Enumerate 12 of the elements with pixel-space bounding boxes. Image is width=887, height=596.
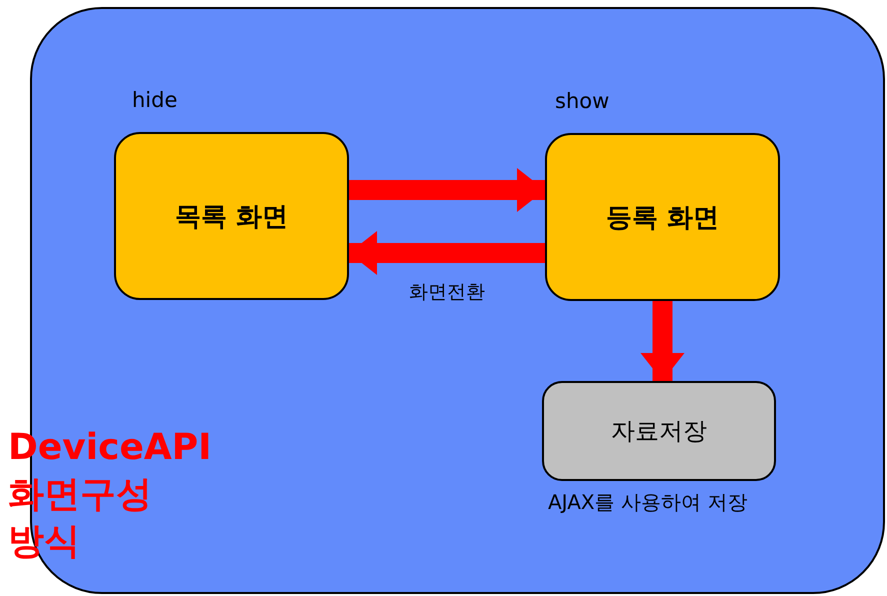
state-label: AJAX를 사용하여 저장 bbox=[548, 489, 748, 516]
state-label: show bbox=[555, 89, 610, 113]
rounded-box bbox=[545, 133, 780, 301]
block-arrow bbox=[349, 168, 545, 212]
rounded-box bbox=[542, 381, 776, 481]
box-label: 목록 화면 bbox=[174, 200, 288, 234]
state-label: hide bbox=[132, 88, 178, 112]
rounded-box bbox=[114, 132, 349, 300]
block-arrow bbox=[640, 301, 684, 381]
block-arrow bbox=[349, 231, 545, 275]
box-label: 등록 화면 bbox=[606, 202, 720, 234]
box-label: 자료저장 bbox=[611, 416, 707, 447]
